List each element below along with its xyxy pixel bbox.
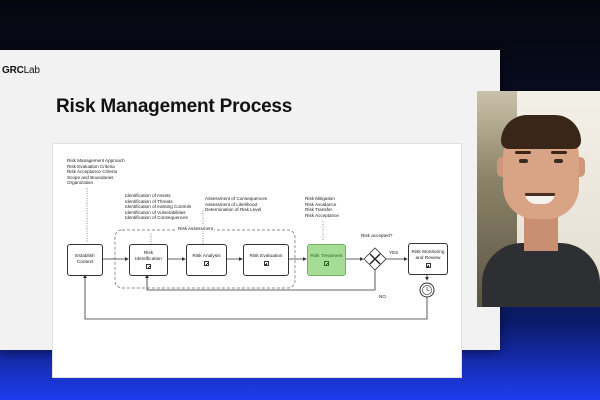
expand-icon (146, 264, 151, 269)
slide-title: Risk Management Process (56, 96, 292, 118)
presenter-eyebrow (515, 151, 531, 154)
presenter-shirt (482, 243, 600, 307)
brand-logo: GRCLab (2, 65, 40, 76)
presentation-slide: GRCLab Risk Management Process (0, 50, 500, 350)
presenter-webcam (477, 91, 600, 307)
expand-icon (264, 261, 269, 266)
no-label: NO (379, 294, 386, 299)
risk-assessment-label: Risk Assessment (177, 226, 214, 231)
expand-icon (204, 261, 209, 266)
presenter-eye (519, 159, 528, 163)
risk-evaluation-box: Risk Evaluation (243, 244, 289, 276)
presenter-hair (501, 115, 581, 149)
risk-analysis-box: Risk Analysis (186, 244, 227, 276)
risk-accepted-label: Risk accepted? (361, 233, 392, 238)
presenter-eyebrow (551, 151, 567, 154)
presenter-eye (554, 159, 563, 163)
expand-icon (324, 261, 329, 266)
yes-label: YES (389, 250, 398, 255)
expand-icon (426, 263, 431, 268)
risk-treatment-box: Risk Treatment (307, 244, 346, 276)
